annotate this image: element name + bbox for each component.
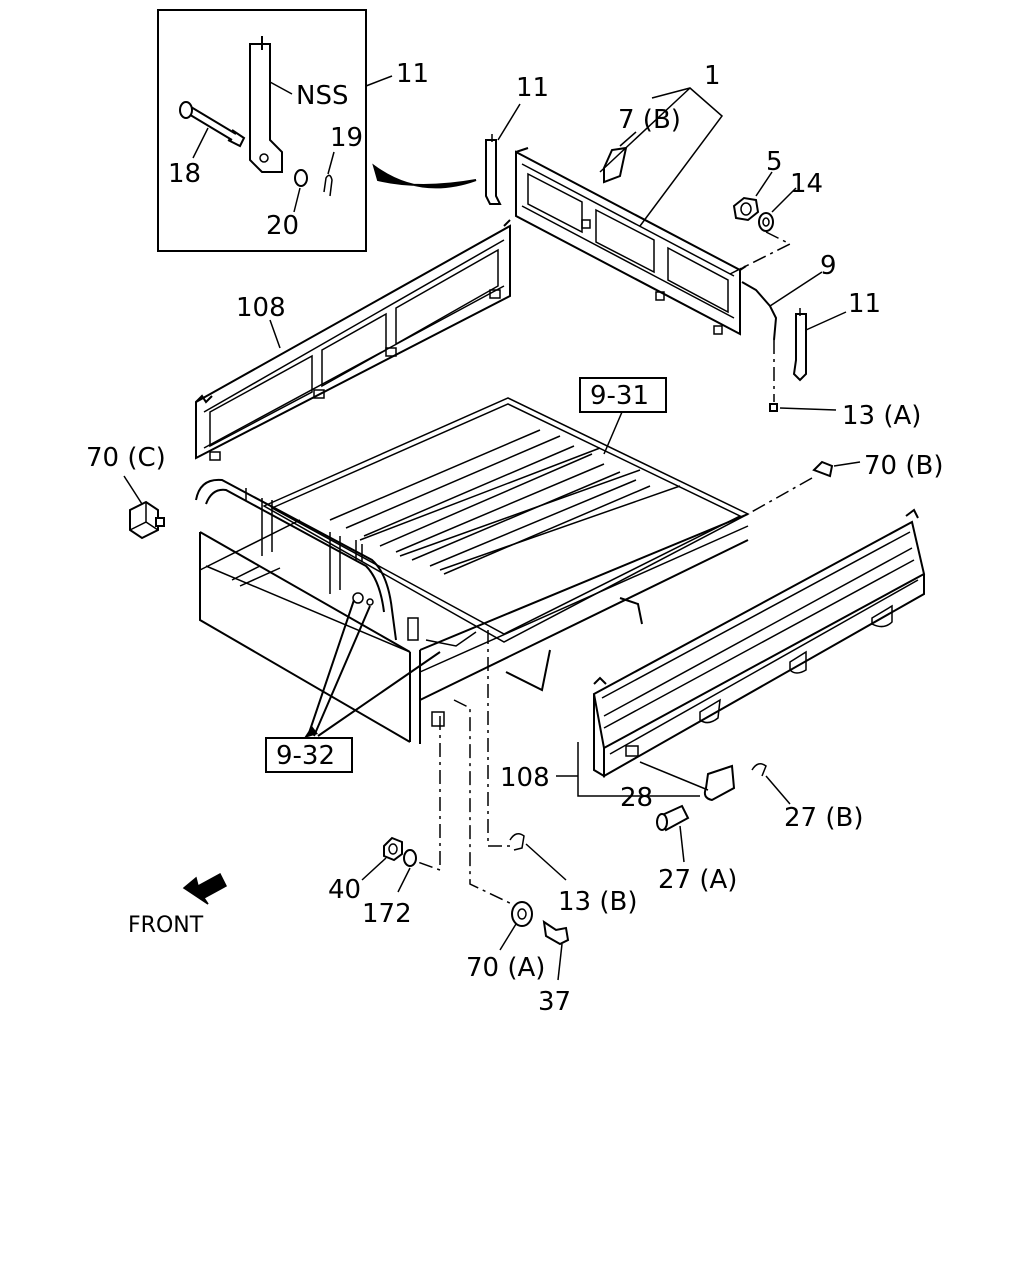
label-20: 20 xyxy=(266,211,299,241)
bumper-70a xyxy=(511,901,533,927)
part-28 xyxy=(703,764,736,802)
truck-bed-body xyxy=(195,397,750,744)
label-37: 37 xyxy=(538,987,571,1017)
label-1: 1 xyxy=(704,61,721,91)
detail-inset: NSS 11 18 19 20 xyxy=(157,9,429,252)
bolt-37 xyxy=(542,919,570,946)
nut-5 xyxy=(732,196,760,222)
label-14: 14 xyxy=(790,169,823,199)
clip-27b xyxy=(751,763,767,777)
washer-20 xyxy=(294,169,308,187)
rear-gate-1 xyxy=(515,147,747,336)
label-13b: 13 (B) xyxy=(558,887,637,917)
label-11-inset: 11 xyxy=(396,59,429,89)
label-7b: 7 (B) xyxy=(618,105,681,135)
label-70b: 70 (B) xyxy=(864,451,943,481)
label-70a: 70 (A) xyxy=(466,953,545,983)
hinge-11-right xyxy=(792,313,807,382)
front-arrow-icon xyxy=(182,872,227,905)
label-27b: 27 (B) xyxy=(784,803,863,833)
label-108-right: 108 xyxy=(500,763,550,793)
part-70b xyxy=(812,460,834,478)
label-9-31: 9-31 xyxy=(590,381,649,411)
label-172: 172 xyxy=(362,899,412,929)
label-18: 18 xyxy=(168,159,201,189)
side-gate-108-right xyxy=(592,508,926,778)
washer-172 xyxy=(403,849,417,867)
inset-pointer-arrow xyxy=(372,163,477,189)
label-108-left: 108 xyxy=(236,293,286,323)
label-27a: 27 (A) xyxy=(658,865,737,895)
hinge-bracket xyxy=(249,36,283,173)
label-5: 5 xyxy=(766,147,783,177)
label-9: 9 xyxy=(820,251,837,281)
label-19: 19 xyxy=(330,123,363,153)
label-nss: NSS xyxy=(296,81,348,111)
label-40: 40 xyxy=(328,875,361,905)
inset-frame xyxy=(157,9,367,252)
label-13a: 13 (A) xyxy=(842,401,921,431)
label-11-right: 11 xyxy=(848,289,881,319)
clip-19 xyxy=(323,174,333,197)
label-28: 28 xyxy=(620,783,653,813)
label-70c: 70 (C) xyxy=(86,443,166,473)
washer-14 xyxy=(758,212,774,232)
label-11-top: 11 xyxy=(516,73,549,103)
clip-13a xyxy=(769,403,778,412)
nut-40 xyxy=(383,836,403,862)
label-9-31-box xyxy=(579,377,667,413)
label-front: FRONT xyxy=(128,913,204,938)
side-gate-108-left xyxy=(195,219,511,461)
part-7b xyxy=(603,146,628,184)
pin-27a xyxy=(656,804,690,832)
label-9-32: 9-32 xyxy=(276,741,335,771)
hinge-11-top xyxy=(485,139,502,205)
label-9-32-box xyxy=(265,737,353,773)
hook-9 xyxy=(741,281,778,341)
bumper-70c xyxy=(129,500,165,540)
clip-13b xyxy=(509,833,525,851)
